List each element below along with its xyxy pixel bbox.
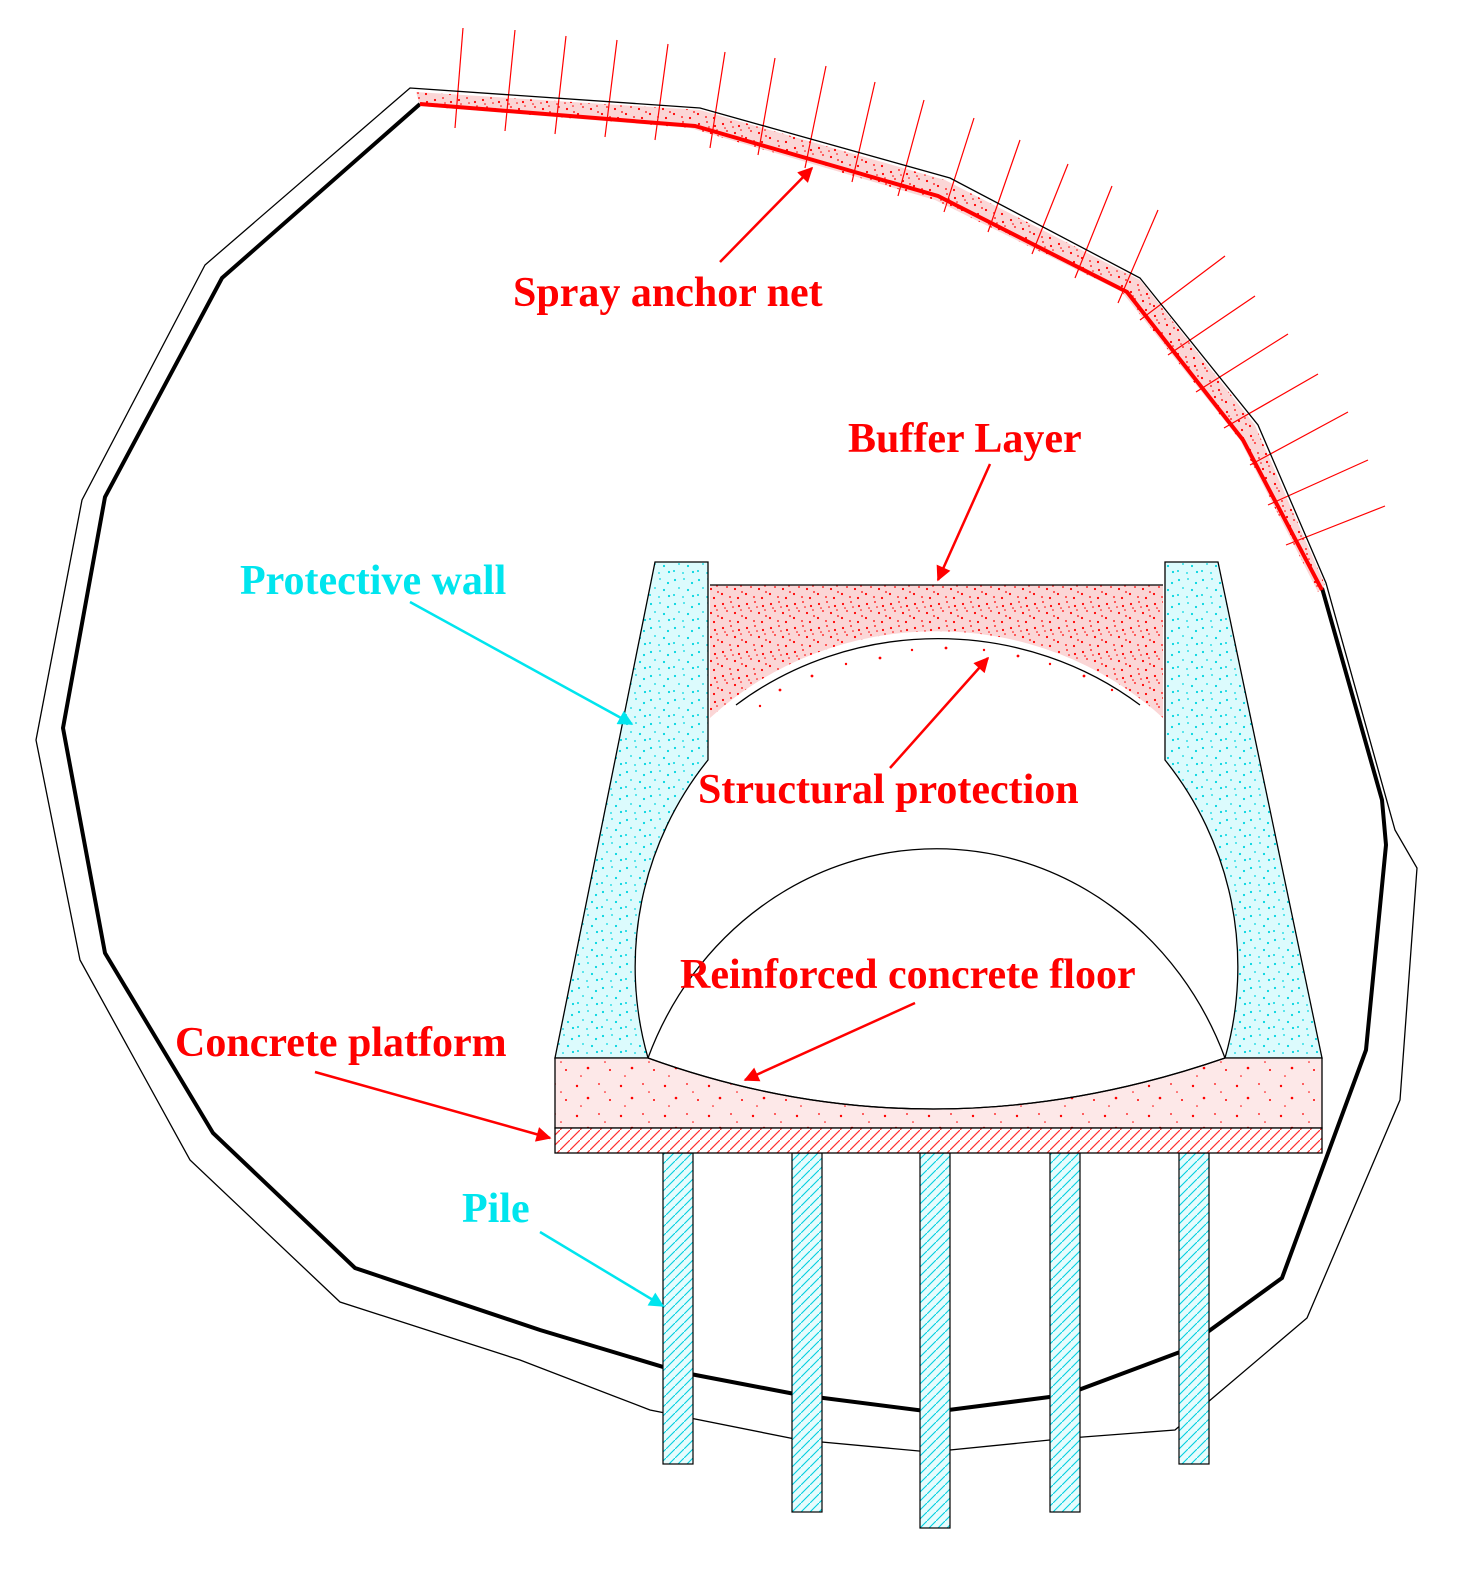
label-buffer-layer: Buffer Layer xyxy=(848,416,1082,462)
piles xyxy=(662,1152,1210,1529)
label-spray-anchor-net: Spray anchor net xyxy=(513,270,823,316)
arrow-pile xyxy=(539,1230,665,1308)
protective-wall-left xyxy=(554,561,709,1059)
arrow-spray-anchor-net xyxy=(719,166,814,263)
concrete-platform xyxy=(554,1127,1323,1154)
tunnel-lining-arch xyxy=(647,848,1226,1059)
arrow-protective-wall xyxy=(409,600,634,726)
arrow-buffer-layer xyxy=(936,463,992,582)
label-pile: Pile xyxy=(462,1186,530,1232)
arrow-structural-protection xyxy=(889,656,989,769)
spray-anchor-net-line xyxy=(419,102,1324,591)
arrow-concrete-platform xyxy=(314,1070,552,1142)
label-structural-protection: Structural protection xyxy=(698,767,1079,813)
pile-4 xyxy=(1049,1152,1081,1513)
floor-curve xyxy=(647,1057,1226,1110)
pile-3 xyxy=(919,1152,951,1529)
reinforced-concrete-floor xyxy=(554,1057,1323,1129)
label-protective-wall: Protective wall xyxy=(240,558,506,604)
pile-5 xyxy=(1178,1152,1210,1465)
label-reinforced-concrete-floor: Reinforced concrete floor xyxy=(680,952,1136,998)
pile-2 xyxy=(791,1152,823,1513)
spray-anchor-layer xyxy=(416,92,1325,592)
buffer-layer xyxy=(710,585,1163,718)
pile-1 xyxy=(662,1152,694,1465)
protective-wall-right xyxy=(1164,561,1323,1059)
label-concrete-platform: Concrete platform xyxy=(175,1020,507,1066)
arrow-reinforced-concrete-floor xyxy=(743,1001,916,1082)
excavation-boundary xyxy=(60,102,1389,1415)
structural-protection-dots xyxy=(758,646,1114,708)
leader-arrows xyxy=(314,166,992,1308)
structural-protection-outer xyxy=(735,637,1141,706)
